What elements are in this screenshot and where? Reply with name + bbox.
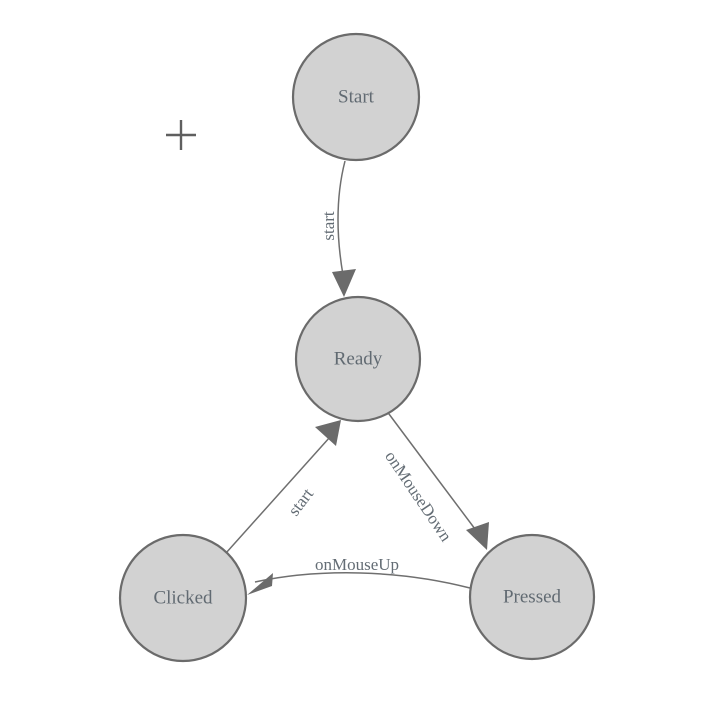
node-ready[interactable]: Ready	[294, 295, 422, 423]
edge-pressed-to-clicked[interactable]: onMouseUp	[247, 555, 471, 595]
node-start-label: Start	[338, 86, 375, 107]
node-pressed-label: Pressed	[503, 586, 562, 607]
node-ready-circle[interactable]	[294, 295, 422, 423]
edge-start-to-ready-arrowhead	[332, 269, 356, 297]
edge-clicked-to-ready-path	[225, 436, 331, 554]
edge-ready-to-pressed[interactable]: onMouseDown	[381, 409, 489, 550]
node-pressed-circle[interactable]	[468, 533, 596, 661]
edge-label-ready-to-pressed: onMouseDown	[381, 447, 456, 545]
node-clicked-circle[interactable]	[118, 533, 248, 663]
edge-start-to-ready[interactable]: start	[319, 160, 356, 297]
edge-ready-to-pressed-path	[385, 409, 485, 542]
node-clicked-label: Clicked	[153, 587, 213, 608]
edge-label-clicked-to-ready: start	[284, 484, 317, 519]
node-pressed[interactable]: Pressed	[468, 533, 596, 661]
node-ready-label: Ready	[334, 348, 383, 369]
edge-clicked-to-ready-arrowhead	[315, 420, 341, 446]
edge-pressed-to-clicked-path	[254, 572, 471, 589]
node-start-circle[interactable]	[291, 32, 421, 162]
edge-ready-to-pressed-arrowhead	[466, 522, 489, 550]
node-clicked[interactable]: Clicked	[118, 533, 248, 663]
edge-label-pressed-to-clicked: onMouseUp	[315, 555, 399, 574]
plus-marker-icon[interactable]	[166, 120, 196, 150]
edge-clicked-to-ready[interactable]: start	[225, 420, 341, 554]
edge-pressed-to-clicked-arrowhead	[247, 573, 273, 595]
edge-label-start-to-ready: start	[319, 211, 338, 241]
edge-start-to-ready-path	[337, 160, 346, 276]
node-start[interactable]: Start	[291, 32, 421, 162]
